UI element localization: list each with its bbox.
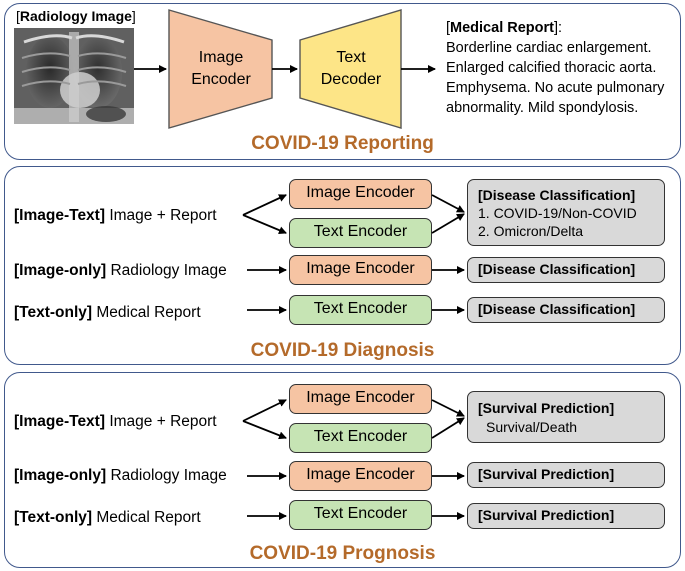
prog-output-item: Survival/Death	[486, 419, 578, 435]
radiology-image-label: [Radiology Image]	[16, 8, 136, 24]
diag-text-only-label: [Text-only] Medical Report	[14, 304, 201, 321]
diag-output-image-only: [Disease Classification]	[467, 257, 665, 283]
report-line: abnormality. Mild spondylosis.	[446, 100, 639, 116]
prog-image-text-label: [Image-Text] Image + Report	[14, 413, 217, 430]
medical-report: [Medical Report]: Borderline cardiac enl…	[446, 18, 664, 118]
report-line: Borderline cardiac enlargement.	[446, 40, 652, 56]
prog-text-encoder-2: Text Encoder	[289, 500, 432, 530]
diag-image-text-label: [Image-Text] Image + Report	[14, 207, 217, 224]
diagnosis-title: COVID-19 Diagnosis	[250, 340, 435, 361]
reporting-title: COVID-19 Reporting	[251, 133, 434, 154]
prog-image-encoder-2: Image Encoder	[289, 461, 432, 491]
diag-output-text-only: [Disease Classification]	[467, 297, 665, 323]
diag-output-item: 1. COVID-19/Non-COVID	[478, 205, 637, 221]
text-decoder-trapezoid	[299, 9, 402, 129]
prognosis-title: COVID-19 Prognosis	[249, 543, 436, 564]
prog-output-image-only: [Survival Prediction]	[467, 462, 665, 488]
image-encoder-trapezoid	[168, 9, 273, 129]
prog-output-survival: [Survival Prediction] Survival/Death	[467, 391, 665, 443]
prog-output-heading: [Survival Prediction]	[478, 400, 615, 416]
prog-image-encoder-1: Image Encoder	[289, 384, 432, 414]
diag-image-encoder-2: Image Encoder	[289, 255, 432, 285]
diag-image-encoder-1: Image Encoder	[289, 179, 432, 209]
prog-image-only-label: [Image-only] Radiology Image	[14, 467, 227, 484]
diag-output-classification: [Disease Classification] 1. COVID-19/Non…	[467, 179, 665, 246]
report-line: Emphysema. No acute pulmonary	[446, 80, 665, 96]
chest-xray-image	[14, 28, 134, 124]
diag-text-encoder-2: Text Encoder	[289, 295, 432, 325]
medical-report-heading: [Medical Report]:	[446, 20, 563, 36]
diag-image-only-label: [Image-only] Radiology Image	[14, 262, 227, 279]
prog-text-encoder-1: Text Encoder	[289, 423, 432, 453]
diag-output-heading: [Disease Classification]	[478, 187, 636, 203]
prog-output-text-only: [Survival Prediction]	[467, 503, 665, 529]
report-line: Enlarged calcified thoracic aorta.	[446, 60, 657, 76]
diag-text-encoder-1: Text Encoder	[289, 218, 432, 248]
diag-output-item: 2. Omicron/Delta	[478, 223, 584, 239]
prog-text-only-label: [Text-only] Medical Report	[14, 509, 201, 526]
